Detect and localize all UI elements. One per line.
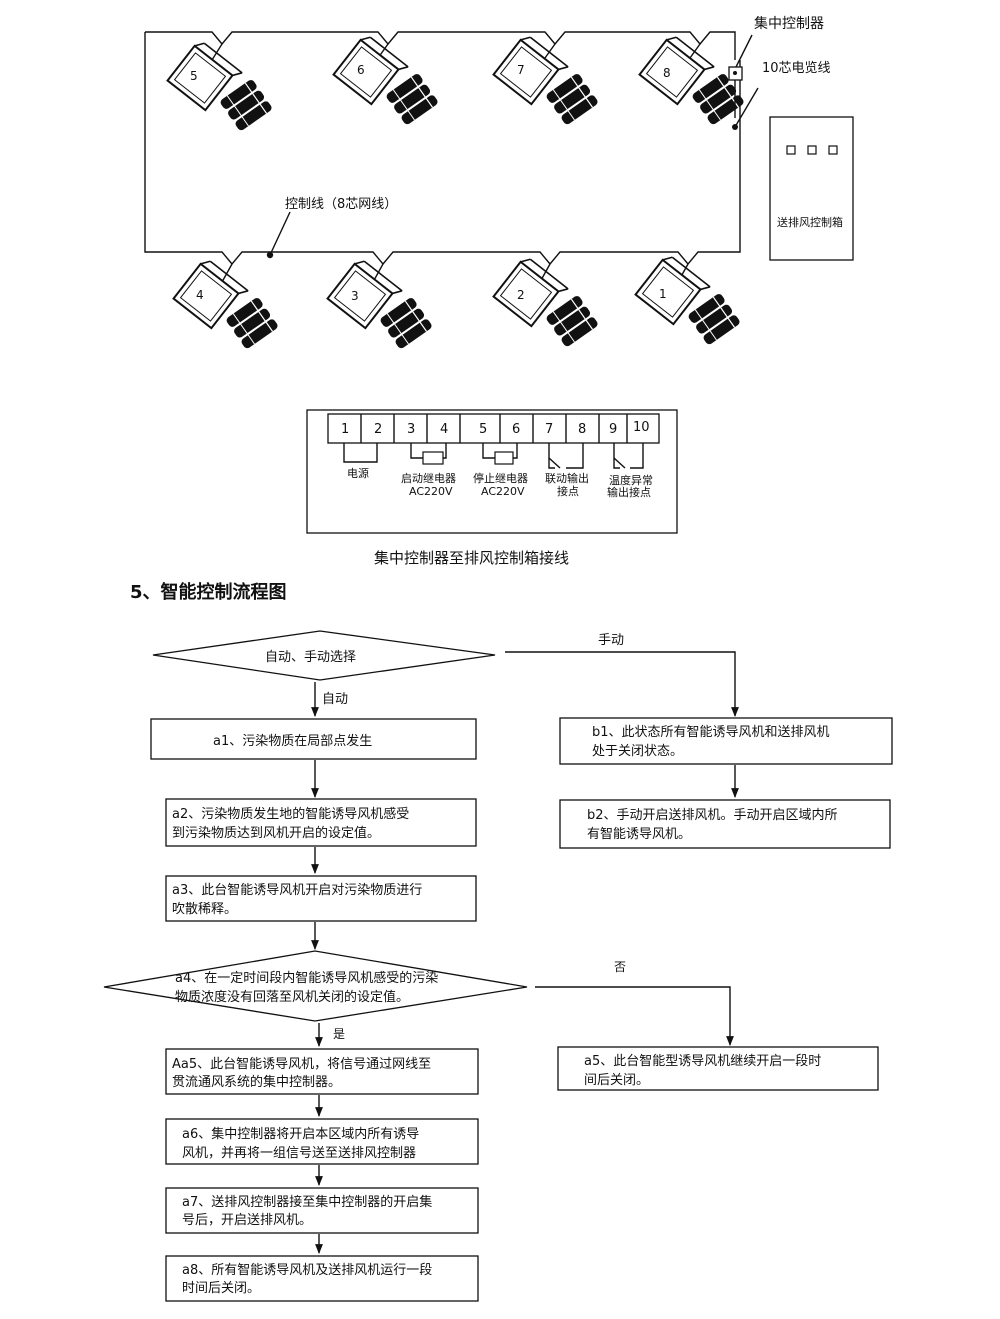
terminal-8: 8 <box>578 422 586 437</box>
central-controller-label: 集中控制器 <box>754 15 824 32</box>
step-a2 <box>165 798 477 847</box>
step-a8-line1: a8、所有智能诱导风机及送排风机运行一段 <box>182 1263 432 1278</box>
terminal-block: 1 2 3 4 5 6 7 8 9 10 电源 启动继电器 AC220V 停止继… <box>306 409 678 534</box>
fan-number: 2 <box>517 288 525 302</box>
step-b1 <box>559 717 893 765</box>
step-a6-line1: a6、集中控制器将开启本区域内所有诱导 <box>182 1126 419 1142</box>
decision-mode-text: 自动、手动选择 <box>265 650 356 665</box>
step-aa5-line2: 贯流通风系统的集中控制器。 <box>172 1074 341 1090</box>
terminal-10: 10 <box>633 420 650 435</box>
fan-number: 4 <box>196 288 204 302</box>
cable-label: 10芯电览线 <box>762 60 831 76</box>
fan-unit-5: 5 <box>166 38 275 133</box>
exhaust-control-box: 送排风控制箱 <box>769 116 854 261</box>
start-relay-voltage: AC220V <box>409 485 453 498</box>
step-b1-line2: 处于关闭状态。 <box>592 744 683 759</box>
step-a7-line2: 号后，开启送排风机。 <box>182 1213 312 1228</box>
network-diagram: 5 6 7 8 4 3 2 1 集中控制器 10芯电览线 控制线（8芯网线） 送… <box>144 15 854 351</box>
terminal-6: 6 <box>512 422 520 437</box>
step-a5-line1: a5、此台智能型诱导风机继续开启一段时 <box>584 1054 821 1069</box>
temp-label-2: 输出接点 <box>607 485 651 499</box>
terminal-5: 5 <box>479 422 487 437</box>
step-a3-line2: 吹散稀释。 <box>172 902 237 917</box>
temp-label: 温度异常 <box>609 473 653 487</box>
flowchart: 自动、手动选择 手动 自动 a1、污染物质在局部点发生 a2、污染物质发生地的智… <box>103 630 893 1302</box>
decision-concentration-line1: a4、在一定时间段内智能诱导风机感受的污染 <box>175 970 438 986</box>
fan-unit-6: 6 <box>332 32 441 127</box>
step-a2-line2: 到污染物质达到风机开启的设定值。 <box>172 825 380 841</box>
step-a2-line1: a2、污染物质发生地的智能诱导风机感受 <box>172 806 409 822</box>
step-a3 <box>165 875 477 922</box>
fan-number: 5 <box>190 69 198 83</box>
control-line-label: 控制线（8芯网线） <box>285 197 397 212</box>
wiring-caption: 集中控制器至排风控制箱接线 <box>374 549 569 567</box>
step-a3-line1: a3、此台智能诱导风机开启对污染物质进行 <box>172 883 422 898</box>
section-title: 5、智能控制流程图 <box>130 581 287 603</box>
step-aa5 <box>165 1048 479 1095</box>
step-a6 <box>165 1118 479 1165</box>
linkage-label-2: 接点 <box>557 485 579 498</box>
start-relay-label: 启动继电器 <box>401 472 456 485</box>
fan-unit-1: 1 <box>634 252 743 347</box>
step-a1-text: a1、污染物质在局部点发生 <box>213 733 372 749</box>
fan-unit-2: 2 <box>492 254 601 349</box>
step-a1 <box>150 718 477 760</box>
step-b2 <box>559 799 891 849</box>
step-b1-line1: b1、此状态所有智能诱导风机和送排风机 <box>592 725 830 740</box>
label-auto: 自动 <box>322 692 348 707</box>
power-label: 电源 <box>347 466 369 480</box>
decision-concentration <box>103 950 528 1022</box>
terminal-4: 4 <box>440 422 448 437</box>
fan-number: 1 <box>659 287 667 301</box>
stop-relay-label: 停止继电器 <box>473 471 528 485</box>
step-a7-line1: a7、送排风控制器接至集中控制器的开启集 <box>182 1194 432 1210</box>
fan-unit-7: 7 <box>492 32 601 127</box>
step-a6-line2: 风机，并再将一组信号送至送排风控制器 <box>182 1146 416 1161</box>
fan-unit-4: 4 <box>172 256 281 351</box>
decision-concentration-line2: 物质浓度没有回落至风机关闭的设定值。 <box>175 989 409 1005</box>
step-a5 <box>557 1046 879 1091</box>
terminal-9: 9 <box>609 422 617 437</box>
terminal-1: 1 <box>341 422 349 437</box>
fan-number: 8 <box>663 66 671 80</box>
step-a8 <box>165 1255 479 1302</box>
step-a5-line2: 间后关闭。 <box>584 1073 649 1088</box>
label-no: 否 <box>614 960 626 974</box>
control-box-label: 送排风控制箱 <box>777 215 843 229</box>
terminal-7: 7 <box>545 422 553 437</box>
terminal-3: 3 <box>407 422 415 437</box>
stop-relay-voltage: AC220V <box>481 485 525 498</box>
step-a7 <box>165 1187 479 1234</box>
step-aa5-line1: Aa5、此台智能诱导风机，将信号通过网线至 <box>172 1057 431 1072</box>
fan-number: 7 <box>517 63 525 77</box>
fan-number: 3 <box>351 289 359 303</box>
fan-unit-3: 3 <box>326 256 435 351</box>
terminal-2: 2 <box>374 422 382 437</box>
decision-mode-select <box>152 630 496 681</box>
label-yes: 是 <box>333 1027 345 1041</box>
fan-number: 6 <box>357 63 365 77</box>
fan-unit-8: 8 <box>638 32 747 127</box>
step-b2-line2: 有智能诱导风机。 <box>587 827 691 842</box>
label-manual: 手动 <box>598 633 624 648</box>
linkage-label: 联动输出 <box>545 471 589 485</box>
step-a8-line2: 时间后关闭。 <box>182 1281 260 1296</box>
step-b2-line1: b2、手动开启送排风机。手动开启区域内所 <box>587 807 838 823</box>
